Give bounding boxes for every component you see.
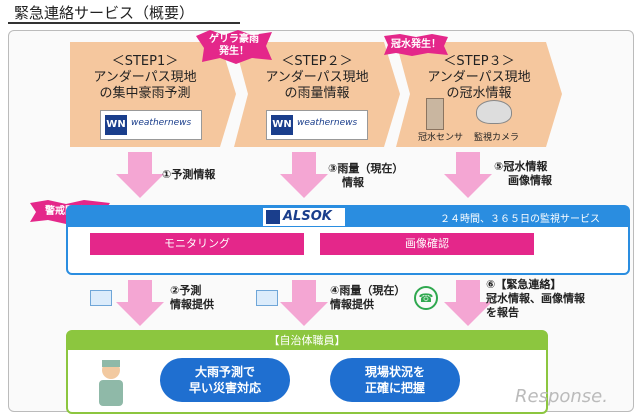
monitoring-box: モニタリング (90, 233, 304, 255)
label-forecast-provide: ②予測情報提供 (170, 284, 214, 311)
label-forecast-info: ①予測情報 (162, 168, 216, 181)
flood-burst: 冠水発生！ (384, 34, 448, 56)
label-rainfall-provide: ④雨量（現在）情報提供 (330, 284, 406, 311)
oval-early-response: 大雨予測で早い災害対応 (160, 358, 290, 402)
weathernews-logo-1: WN weathernews (100, 110, 202, 140)
surveillance-camera-icon (476, 100, 512, 124)
step-3-line2: アンダーパス現地 (427, 70, 531, 85)
step-1-line2: アンダーパス現地 (93, 70, 197, 85)
response-watermark: Response. (515, 386, 608, 407)
arrow-down-2 (116, 280, 164, 326)
alsok-mark-icon (266, 210, 280, 224)
guerrilla-rain-burst: ゲリラ豪雨 発生！ (196, 30, 272, 64)
weathernews-logo-2: WN weathernews (266, 110, 368, 140)
title-underline (8, 22, 240, 24)
government-staff-panel: 【自治体職員】 大雨予測で早い災害対応 現場状況を正確に把握 (66, 330, 548, 414)
step-3-box: ＜STEP３＞ アンダーパス現地 の冠水情報 冠水センサ 監視カメラ (396, 42, 562, 147)
alsok-logo: ALSOK (263, 208, 345, 226)
image-check-box: 画像確認 (320, 233, 534, 255)
alsok-header-strip (68, 207, 628, 227)
arrow-down-3 (280, 152, 328, 198)
mail-icon (256, 290, 278, 306)
alsok-tagline: ２４時間、３６５日の監視サービス (440, 214, 600, 225)
step-2-box: ＜STEP２＞ アンダーパス現地 の雨量情報 WN weathernews (234, 42, 400, 147)
step-2-line3: の雨量情報 (284, 86, 350, 101)
step-1-title: ＜STEP1＞ (111, 54, 179, 69)
arrow-down-1 (116, 152, 164, 198)
step-1-line3: の集中豪雨予測 (99, 86, 191, 101)
guerrilla-burst-line1: ゲリラ豪雨 (209, 34, 259, 45)
step-1-box: ＜STEP1＞ アンダーパス現地 の集中豪雨予測 WN weathernews (70, 42, 236, 147)
flood-sensor-icon (426, 98, 444, 130)
arrow-down-4 (280, 280, 328, 326)
step-3-text: ＜STEP３＞ アンダーパス現地 の冠水情報 (404, 54, 554, 102)
arrow-down-6 (444, 280, 492, 326)
label-flood-info: ⑤冠水情報画像情報 (494, 160, 552, 187)
staff-person-icon (99, 360, 123, 406)
alsok-panel: ALSOK ２４時間、３６５日の監視サービス モニタリング 画像確認 (66, 205, 630, 275)
step-2-line2: アンダーパス現地 (265, 70, 369, 85)
step-1-text: ＜STEP1＞ アンダーパス現地 の集中豪雨予測 (70, 54, 220, 102)
label-rainfall-info: ③雨量（現在）情報 (328, 162, 404, 189)
step-2-text: ＜STEP２＞ アンダーパス現地 の雨量情報 (242, 54, 392, 102)
page-title: 緊急連絡サービス（概要） (14, 4, 195, 22)
step-3-title: ＜STEP３＞ (443, 54, 515, 69)
alsok-logo-text: ALSOK (283, 209, 332, 224)
arrow-down-5 (444, 152, 492, 198)
weathernews-text: weathernews (297, 118, 358, 128)
label-emergency-report: ⑥【緊急連絡】冠水情報、画像情報を報告 (486, 278, 585, 319)
guerrilla-burst-line2: 発生！ (219, 46, 249, 57)
flood-burst-text: 冠水発生！ (391, 39, 441, 50)
step-2-title: ＜STEP２＞ (281, 54, 353, 69)
camera-label: 監視カメラ (474, 133, 520, 143)
mail-icon (90, 290, 112, 306)
weathernews-mark-icon: WN (105, 115, 127, 135)
weathernews-mark-icon: WN (271, 115, 293, 135)
government-staff-header: 【自治体職員】 (68, 332, 546, 350)
oval-accurate-status: 現場状況を正確に把握 (330, 358, 460, 402)
weathernews-text: weathernews (131, 118, 192, 128)
flood-sensor-label: 冠水センサ (418, 133, 464, 143)
phone-icon: ☎ (414, 286, 438, 310)
step-3-line3: の冠水情報 (446, 86, 512, 101)
